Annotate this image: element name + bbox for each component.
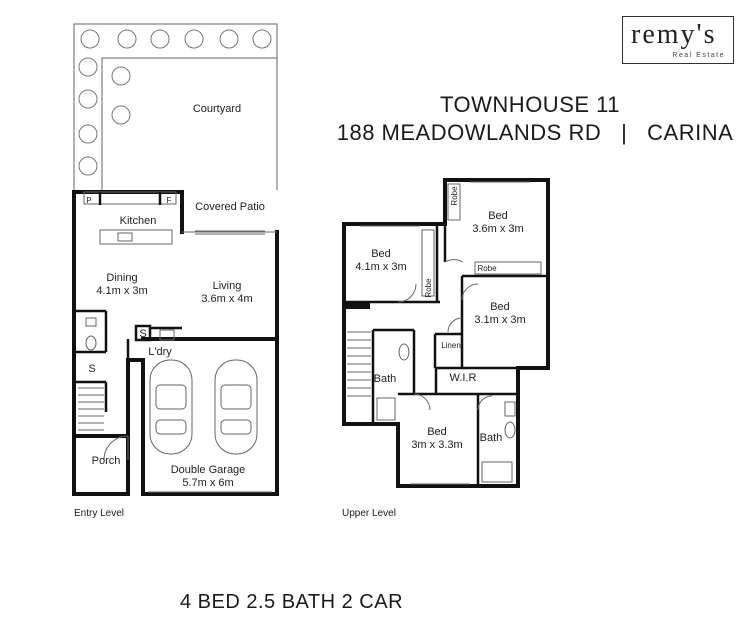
garden-trees [78, 29, 272, 176]
fridge-label: F [167, 196, 172, 205]
entry-stairs [78, 387, 104, 431]
bed4-size: 3m x 3.3m [411, 439, 462, 451]
bed3-size: 3.1m x 3m [474, 314, 525, 326]
brand-logo: remy's Real Estate [622, 16, 734, 64]
storage-2-label: S [88, 363, 95, 375]
kitchen-label: Kitchen [120, 215, 157, 227]
robe1-label: Robe [424, 278, 433, 298]
courtyard-boundary [73, 23, 278, 190]
garage-label: Double Garage [171, 464, 246, 476]
courtyard-label: Courtyard [193, 103, 241, 115]
property-summary: 4 BED 2.5 BATH 2 CAR [180, 591, 404, 613]
bed2-size: 3.6m x 3m [472, 223, 523, 235]
covered-patio-label: Covered Patio [195, 201, 265, 213]
wir-label: W.I.R [450, 372, 477, 384]
robe2-label: Robe [450, 186, 459, 206]
brand-tagline: Real Estate [672, 52, 725, 59]
bed1-size: 4.1m x 3m [355, 261, 406, 273]
dining-label: Dining [106, 272, 137, 284]
living-label: Living [213, 280, 242, 292]
bath1-label: Bath [374, 373, 397, 385]
bed1-label: Bed [371, 248, 391, 260]
property-address: 188 MEADOWLANDS RD | CARINA [336, 120, 734, 145]
bed2-label: Bed [488, 210, 508, 222]
garage-cars [149, 359, 258, 455]
brand-name: remy's [631, 19, 717, 50]
entry-level-plan: Courtyard [72, 23, 279, 496]
upper-stairs [347, 331, 371, 397]
linen-label: Linen [441, 341, 461, 350]
storage-1-label: S [139, 328, 146, 340]
property-title: TOWNHOUSE 11 [440, 92, 620, 117]
entry-level-label: Entry Level [74, 508, 125, 519]
bed4-label: Bed [427, 426, 447, 438]
porch-label: Porch [92, 455, 121, 467]
courtyard-garden-bed [101, 57, 277, 190]
robe3-label: Robe [477, 264, 497, 273]
bed3-label: Bed [490, 301, 510, 313]
living-size: 3.6m x 4m [201, 293, 252, 305]
laundry-label: L'dry [148, 346, 172, 358]
dining-size: 4.1m x 3m [96, 285, 147, 297]
upper-level-label: Upper Level [342, 508, 396, 519]
bath2-label: Bath [480, 432, 503, 444]
pantry-label: P [86, 196, 91, 205]
garage-size: 5.7m x 6m [182, 477, 233, 489]
upper-level-plan: Bed 4.1m x 3m Robe Bed 3.6m x 3m Robe Ro… [342, 178, 550, 488]
